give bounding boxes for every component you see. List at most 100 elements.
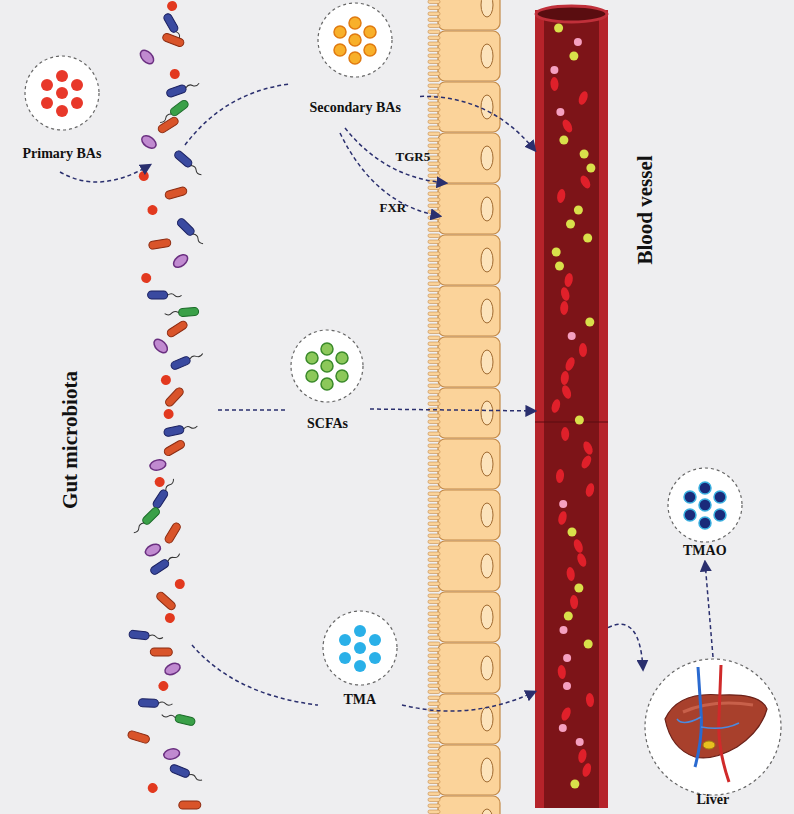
bacterium	[138, 171, 149, 182]
pink-particle	[576, 738, 584, 746]
bacterium	[164, 186, 187, 200]
microvillus	[428, 486, 440, 490]
tgr5-arrow	[345, 128, 446, 183]
liver-organ	[665, 695, 767, 758]
molecule-dot	[339, 652, 351, 664]
red-blood-cell	[577, 748, 587, 763]
molecule-dot	[699, 517, 711, 529]
molecule-dot	[684, 509, 696, 521]
microvillus	[428, 594, 440, 598]
red-blood-cell	[560, 706, 573, 722]
bacterium	[138, 699, 172, 708]
microvillus	[428, 390, 440, 394]
microvillus	[428, 6, 440, 10]
molecule-dot	[321, 360, 333, 372]
microvillus	[428, 120, 440, 124]
microvillus	[428, 576, 440, 580]
flagellum	[149, 635, 163, 639]
microvillus	[428, 222, 440, 226]
bacterium	[168, 67, 182, 81]
flagellum	[190, 164, 203, 175]
red-blood-cell	[560, 301, 569, 315]
epithelial-cell	[438, 337, 500, 387]
flagellum	[168, 294, 182, 297]
bacterium-rod	[178, 307, 199, 316]
bacterium-dot	[175, 579, 185, 589]
microvillus	[428, 642, 440, 646]
bacterium	[164, 386, 185, 408]
gallbladder	[703, 741, 715, 749]
microvillus	[428, 330, 440, 334]
yellow-particle	[569, 52, 578, 61]
dashed-circle	[25, 56, 99, 130]
microvillus	[428, 282, 440, 286]
microvillus	[428, 264, 440, 268]
microvillus	[428, 270, 440, 274]
metabolite-circle: TMAO	[665, 467, 745, 562]
bacterium-dot	[163, 611, 176, 624]
yellow-particle	[555, 262, 564, 271]
flagellum	[189, 773, 203, 781]
epithelial-cell	[438, 235, 500, 285]
bacterium	[163, 422, 198, 437]
yellow-particle	[554, 24, 563, 33]
microvillus	[428, 312, 440, 316]
microvillus	[428, 96, 440, 100]
microvillus	[428, 246, 440, 250]
microvillus	[428, 528, 440, 532]
microvillus	[428, 786, 440, 790]
dashed-connector	[420, 96, 535, 150]
molecule-dot	[321, 378, 333, 390]
bacterium-oval	[152, 337, 170, 355]
molecule-dot	[56, 87, 68, 99]
bacterium	[169, 764, 204, 784]
flagellum	[183, 425, 197, 431]
microvillus	[428, 348, 440, 352]
microvillus	[428, 24, 440, 28]
bacterium	[144, 542, 163, 558]
node-label: Primary BAs	[23, 146, 102, 162]
pink-particle	[560, 626, 568, 634]
bacterium	[171, 252, 190, 270]
bacterium-rod	[162, 32, 185, 47]
bacterium-dot	[146, 204, 158, 216]
molecule-dot	[336, 352, 348, 364]
microvillus	[428, 294, 440, 298]
microvillus	[428, 762, 440, 766]
bacterium-rod	[173, 149, 193, 168]
epithelial-cell	[438, 133, 500, 183]
bacterium	[166, 320, 189, 339]
microvillus	[428, 18, 440, 22]
microvillus	[428, 36, 440, 40]
microvillus	[428, 378, 440, 382]
microvillus	[428, 756, 440, 760]
bacterium-dot	[159, 373, 173, 387]
microvillus	[428, 522, 440, 526]
microvillus	[428, 534, 440, 538]
receptor-label: TGR5	[396, 149, 431, 165]
bacterium-oval	[144, 542, 163, 558]
microvillus	[428, 462, 440, 466]
bacterium-rod	[129, 630, 150, 640]
epithelial-cell	[438, 643, 500, 693]
yellow-particle	[574, 206, 583, 215]
microvillus	[428, 582, 440, 586]
vessel-lumen	[535, 10, 608, 808]
microvillus	[428, 768, 440, 772]
molecule-dot	[349, 34, 361, 46]
vessel-wall	[599, 10, 608, 808]
bacterium-rod	[174, 714, 195, 726]
cell-nucleus	[481, 758, 493, 782]
liver-vessels	[677, 717, 739, 728]
molecule-dot	[339, 634, 351, 646]
microvillus	[428, 606, 440, 610]
microvillus	[428, 678, 440, 682]
molecule-dot	[684, 491, 696, 503]
cell-nucleus	[481, 248, 493, 272]
cell-nucleus	[481, 350, 493, 374]
bacterium-rod	[179, 801, 201, 809]
microvillus	[428, 684, 440, 688]
microvillus	[428, 510, 440, 514]
microvillus	[428, 384, 440, 388]
microvillus	[428, 726, 440, 730]
